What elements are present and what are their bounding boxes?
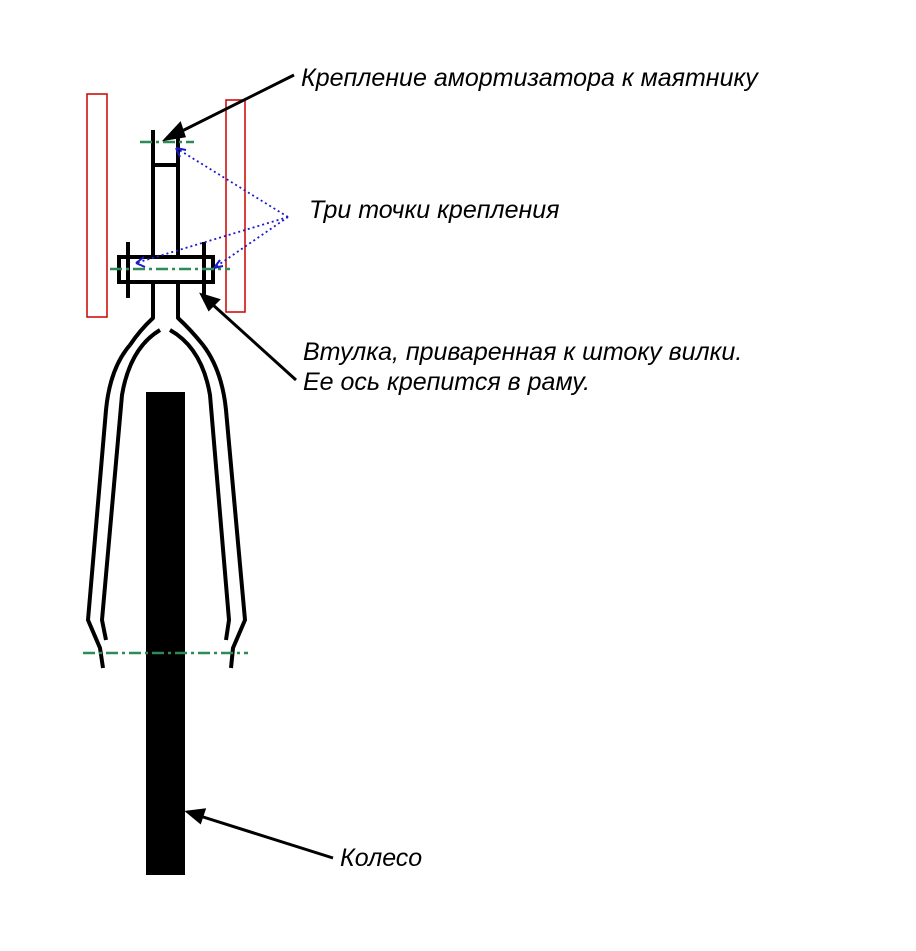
frame-left-outline xyxy=(86,93,108,318)
label-shock-mount: Крепление амортизатора к маятнику xyxy=(301,64,759,92)
frame-right-outline xyxy=(225,99,246,313)
fork-leg-right xyxy=(168,328,247,669)
three-points-pointer xyxy=(135,147,289,269)
label-three-points: Три точки крепления xyxy=(309,196,560,224)
label-wheel: Колесо xyxy=(340,844,422,872)
fork-crown xyxy=(128,282,205,347)
steerer-stem xyxy=(151,130,180,258)
axis-lines xyxy=(83,140,248,655)
wheel xyxy=(146,392,185,875)
label-bushing-line1: Втулка, приваренная к штоку вилки. xyxy=(303,338,742,366)
three-points-arrowheads xyxy=(135,147,224,269)
fork-leg-left xyxy=(86,328,162,669)
leader-wheel xyxy=(184,808,334,860)
leader-shock-mount xyxy=(161,73,295,142)
leader-bushing xyxy=(199,292,298,382)
label-bushing-line2: Ее ось крепится в раму. xyxy=(303,368,590,396)
